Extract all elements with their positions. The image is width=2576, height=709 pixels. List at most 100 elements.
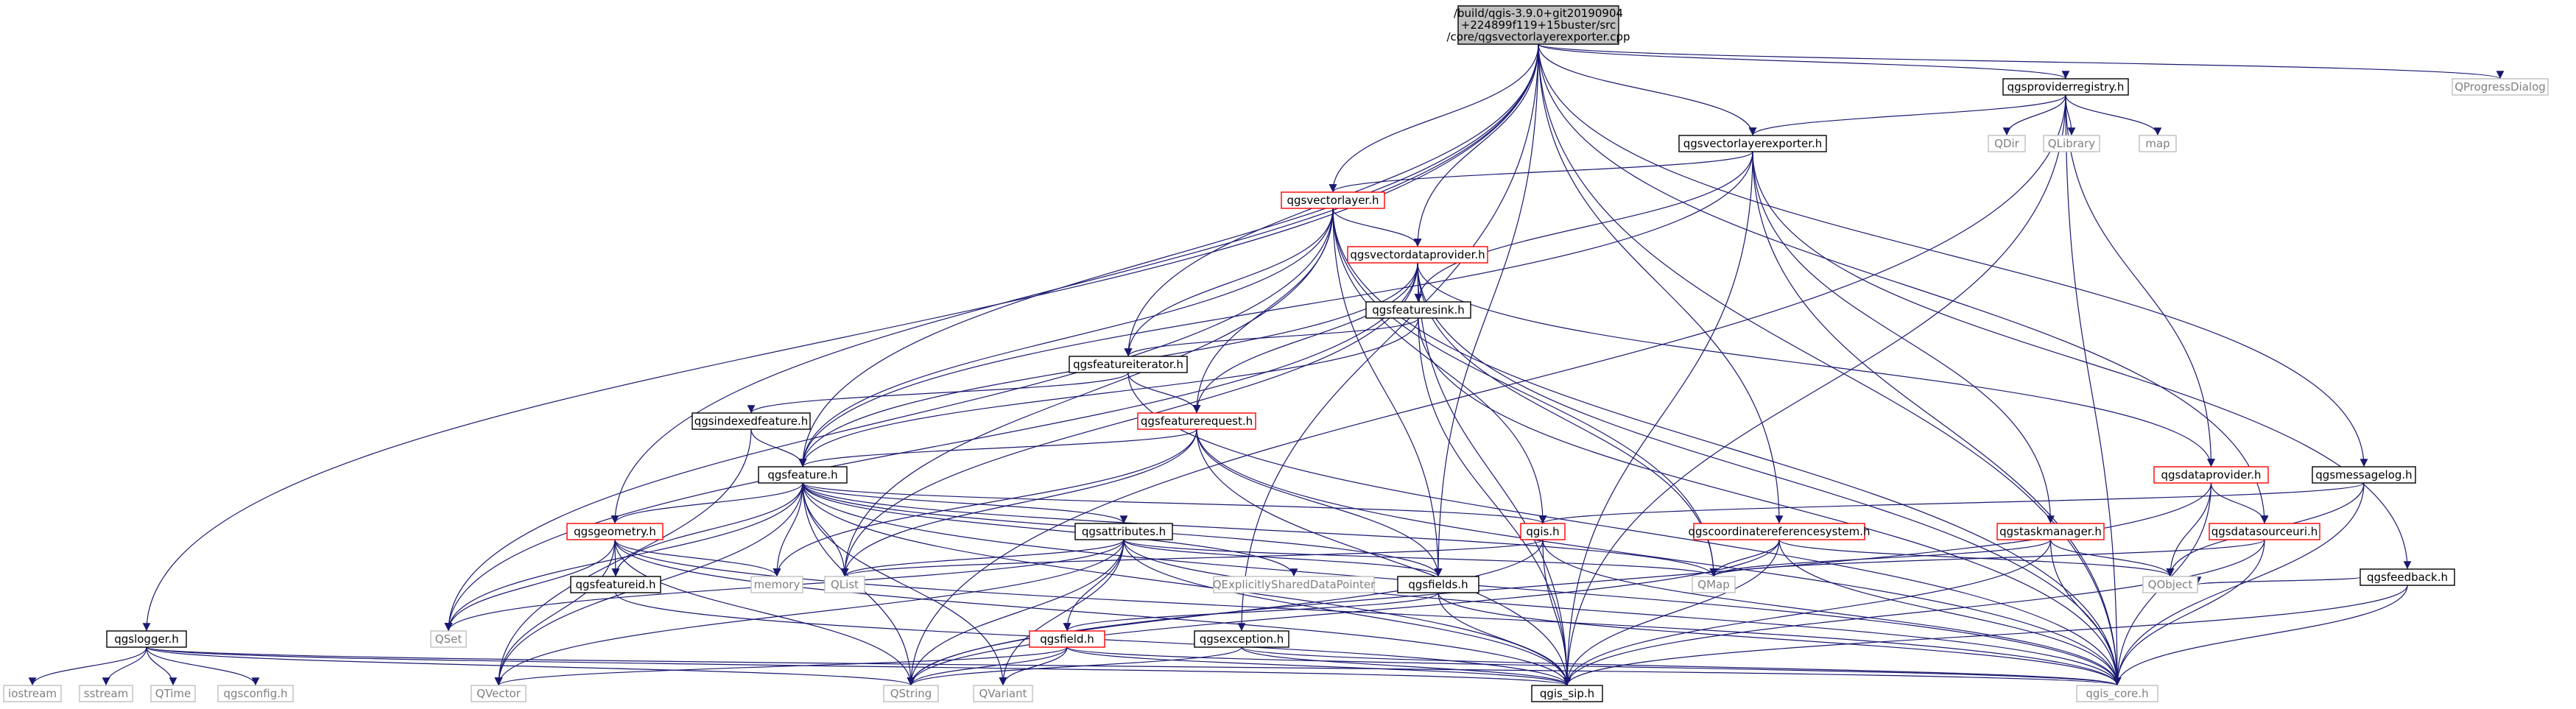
node-label-qgis_sip: qgis_sip.h bbox=[1540, 687, 1594, 701]
node-qgsfeatureid[interactable]: qgsfeatureid.h bbox=[570, 576, 661, 593]
node-root[interactable]: /build/qgis-3.9.0+git20190904+224899f119… bbox=[1446, 5, 1630, 45]
node-qgsmessagelog[interactable]: qgsmessagelog.h bbox=[2312, 466, 2416, 484]
node-label-QTime: QTime bbox=[155, 687, 191, 700]
edge-qgsdatasourceuri-to-QMap bbox=[1709, 539, 2265, 577]
node-box-QVector bbox=[471, 685, 527, 702]
edge-qgsmessagelog-to-qgis bbox=[1539, 482, 2365, 524]
node-label-qgsfeature: qgsfeature.h bbox=[767, 468, 837, 482]
node-qgscoordinatereferencesystem[interactable]: qgscoordinatereferencesystem.h bbox=[1689, 523, 1871, 540]
node-qgsfeaturesink[interactable]: qgsfeaturesink.h bbox=[1365, 301, 1471, 319]
edge-qgsfield-to-qgis_sip bbox=[1066, 646, 1572, 686]
edge-qgsattributes-to-QList bbox=[840, 539, 1125, 577]
edge-qgsproviderregistry-to-QDir bbox=[2002, 94, 2066, 136]
edge-qgsfeaturerequest-to-qgis_core bbox=[1196, 428, 2122, 686]
node-box-QSet bbox=[430, 630, 467, 648]
node-box-qgsexception bbox=[1194, 630, 1289, 648]
edge-qgsfeaturerequest-to-memory bbox=[773, 428, 1197, 577]
node-box-QVariant bbox=[973, 685, 1033, 702]
edge-qgsvectordataprovider-to-qgsfeaturerequest bbox=[1192, 262, 1418, 414]
node-qgsproviderregistry[interactable]: qgsproviderregistry.h bbox=[2002, 78, 2129, 96]
node-qgsfield[interactable]: qgsfield.h bbox=[1029, 630, 1105, 648]
node-qgsattributes[interactable]: qgsattributes.h bbox=[1074, 523, 1173, 540]
node-box-qgis_sip bbox=[1531, 685, 1603, 702]
edge-qgsattributes-to-qgsfields bbox=[1123, 539, 1443, 577]
node-qgis_sip[interactable]: qgis_sip.h bbox=[1531, 685, 1603, 702]
node-qgsdataprovider[interactable]: qgsdataprovider.h bbox=[2153, 466, 2269, 484]
edge-qgslogger-to-sstream bbox=[102, 646, 147, 686]
node-qgstaskmanager[interactable]: qgstaskmanager.h bbox=[1996, 523, 2105, 540]
edge-qgslogger-to-QString bbox=[146, 646, 915, 686]
node-label-qgsattributes: qgsattributes.h bbox=[1082, 525, 1166, 538]
node-box-qgis_core bbox=[2076, 685, 2158, 702]
edge-qgsfeaturerequest-to-qgsfeature bbox=[798, 428, 1197, 468]
node-qgsvectordataprovider[interactable]: qgsvectordataprovider.h bbox=[1347, 246, 1488, 264]
node-box-root bbox=[1457, 5, 1619, 45]
edge-qgsvectordataprovider-to-QSet bbox=[444, 262, 1418, 632]
node-box-qgsfield bbox=[1029, 630, 1105, 648]
node-label-qgsgeometry: qgsgeometry.h bbox=[574, 525, 656, 538]
edge-root-to-qgsfeature bbox=[798, 43, 1539, 468]
node-box-qgslogger bbox=[106, 630, 187, 648]
node-label-qgsfeatureiterator: qgsfeatureiterator.h bbox=[1073, 358, 1183, 371]
node-label-qgsproviderregistry: qgsproviderregistry.h bbox=[2007, 80, 2125, 94]
edge-qgstaskmanager-to-QObject bbox=[2049, 539, 2175, 577]
edge-qgstaskmanager-to-qgis_core bbox=[2049, 539, 2122, 686]
node-qgsvectorlayer[interactable]: qgsvectorlayer.h bbox=[1281, 191, 1385, 209]
node-qgsfeature[interactable]: qgsfeature.h bbox=[758, 466, 848, 484]
node-label-qgsdatasourceuri: qgsdatasourceuri.h bbox=[2211, 525, 2318, 538]
node-qgsdatasourceuri[interactable]: qgsdatasourceuri.h bbox=[2209, 523, 2320, 540]
edge-root-to-qgsexception bbox=[1237, 43, 1539, 632]
edge-qgsvectorlayerexporter-to-qgis_core bbox=[1752, 151, 2122, 686]
edge-qgsvectorlayer-to-qgsfeature bbox=[798, 208, 1334, 468]
node-qgsfeedback[interactable]: qgsfeedback.h bbox=[2359, 568, 2455, 586]
edge-qgsexception-to-qgis_core bbox=[1241, 646, 2121, 686]
edge-qgsfeaturerequest-to-qgsfields bbox=[1196, 428, 1443, 577]
node-label-QExplicitlySharedDataPointer: QExplicitlySharedDataPointer bbox=[1213, 578, 1376, 591]
node-qgsfields[interactable]: qgsfields.h bbox=[1397, 576, 1479, 593]
edge-root-to-qgslogger bbox=[142, 43, 1539, 632]
edge-qgsattributes-to-QVariant bbox=[999, 539, 1125, 686]
edge-qgsvectorlayer-to-qgsfeaturerequest bbox=[1192, 208, 1334, 414]
edge-root-to-QProgressDialog bbox=[1538, 43, 2504, 80]
edge-qgsfeature-to-qgsattributes bbox=[802, 482, 1128, 524]
edge-qgsfeature-to-qgsfeatureid bbox=[611, 482, 803, 577]
edge-qgsdatasourceuri-to-qgis_core bbox=[2113, 539, 2265, 686]
node-box-qgsvectordataprovider bbox=[1347, 246, 1488, 264]
node-box-QProgressDialog bbox=[2452, 78, 2549, 96]
node-box-qgsvectorlayerexporter bbox=[1678, 135, 1827, 152]
edge-qgsattributes-to-QVector bbox=[494, 539, 1125, 686]
node-qgsgeometry[interactable]: qgsgeometry.h bbox=[566, 523, 664, 540]
node-box-qgsfeedback bbox=[2359, 568, 2455, 586]
edge-qgsexception-to-QString bbox=[907, 646, 1242, 686]
node-qgis[interactable]: qgis.h bbox=[1520, 523, 1566, 540]
node-qgsindexedfeature[interactable]: qgsindexedfeature.h bbox=[691, 412, 811, 430]
edge-qgsproviderregistry-to-qgis_sip bbox=[1563, 94, 2066, 686]
edge-qgsattributes-to-QString bbox=[907, 539, 1125, 686]
node-label-QVector: QVector bbox=[476, 687, 521, 700]
edge-qgsvectorlayerexporter-to-qgsfeaturesink bbox=[1414, 151, 1753, 303]
node-label-qgsindexedfeature: qgsindexedfeature.h bbox=[694, 415, 809, 428]
node-QProgressDialog: QProgressDialog bbox=[2452, 78, 2549, 96]
node-label-QString: QString bbox=[890, 687, 932, 700]
edge-root-to-qgsdatasourceuri bbox=[1538, 43, 2269, 524]
edge-root-to-qgsvectordataprovider bbox=[1413, 43, 1539, 247]
edge-qgsvectorlayerexporter-to-qgsvectorlayer bbox=[1329, 151, 1753, 193]
edge-qgsfeature-to-qgis bbox=[802, 482, 1547, 524]
edge-qgscoordinatereferencesystem-to-qgis_sip bbox=[1563, 539, 1780, 686]
node-label-qgsfeaturesink: qgsfeaturesink.h bbox=[1372, 303, 1464, 317]
node-qgslogger[interactable]: qgslogger.h bbox=[106, 630, 187, 648]
node-box-QLibrary bbox=[2043, 135, 2100, 152]
node-qgsfeatureiterator[interactable]: qgsfeatureiterator.h bbox=[1069, 356, 1188, 373]
node-label-qgsdataprovider: qgsdataprovider.h bbox=[2161, 468, 2261, 482]
node-label-iostream: iostream bbox=[8, 687, 57, 700]
node-qgsvectorlayerexporter[interactable]: qgsvectorlayerexporter.h bbox=[1678, 135, 1827, 152]
node-iostream: iostream bbox=[3, 685, 62, 702]
node-qgsfeaturerequest[interactable]: qgsfeaturerequest.h bbox=[1137, 412, 1256, 430]
node-box-qgsproviderregistry bbox=[2002, 78, 2129, 96]
node-qgsexception[interactable]: qgsexception.h bbox=[1194, 630, 1289, 648]
edge-qgsvectorlayer-to-qgis bbox=[1332, 208, 1547, 524]
edges-layer bbox=[28, 43, 2504, 686]
node-label-qgsexception: qgsexception.h bbox=[1200, 632, 1284, 646]
edge-qgsattributes-to-qgis_core bbox=[1123, 539, 2122, 686]
node-box-qgsgeometry bbox=[566, 523, 664, 540]
